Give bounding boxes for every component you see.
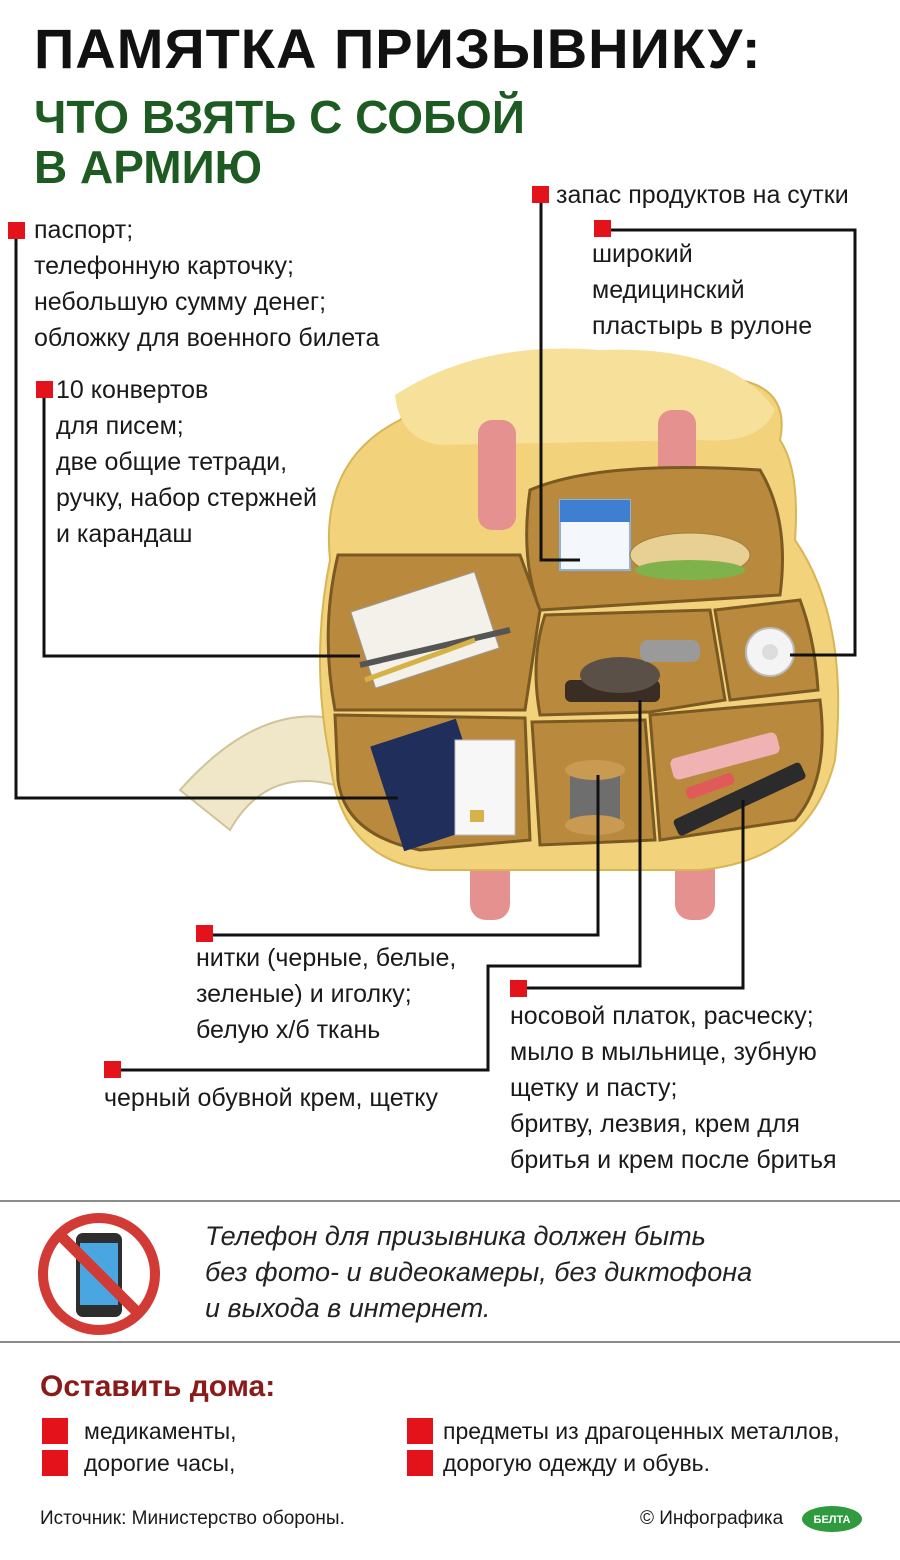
marker-stationery	[36, 381, 53, 398]
subtitle-line-2: В АРМИЮ	[34, 141, 263, 193]
backpack-illustration	[14, 195, 857, 1072]
top-strap-1	[478, 420, 516, 530]
belta-logo: БЕЛТА	[802, 1506, 862, 1532]
divider-top	[0, 1200, 900, 1202]
marker-shoe	[104, 1061, 121, 1078]
item-shoe-care: черный обувной крем, щетку	[104, 1084, 438, 1112]
marker-leave-4	[407, 1450, 433, 1476]
item-stationery: 10 конвертов для писем; две общие тетрад…	[56, 376, 317, 548]
marker-leave-1	[42, 1418, 68, 1444]
marker-hygiene	[510, 980, 527, 997]
phone-prohibited-icon	[38, 1213, 160, 1335]
shoe-brush-items	[565, 640, 700, 702]
marker-sewing	[196, 925, 213, 942]
credit-note: © Инфографика	[640, 1508, 784, 1529]
page-subtitle: ЧТО ВЗЯТЬ С СОБОЙ В АРМИЮ	[34, 92, 525, 192]
phone-note: Телефон для призывника должен быть без ф…	[205, 1221, 753, 1323]
item-documents: паспорт; телефонную карточку; небольшую …	[34, 216, 380, 352]
leave-home-title: Оставить дома:	[40, 1370, 276, 1403]
item-hygiene: носовой платок, расческу; мыло в мыльниц…	[510, 1002, 837, 1174]
page-title: ПАМЯТКА ПРИЗЫВНИКУ:	[34, 17, 762, 80]
connector-lines	[14, 195, 857, 1072]
marker-leave-3	[407, 1418, 433, 1444]
item-sewing: нитки (черные, белые, зеленые) и иголку;…	[196, 944, 457, 1044]
leave-item-medicine: медикаменты,	[84, 1418, 237, 1444]
item-food: запас продуктов на сутки	[556, 181, 849, 209]
leave-item-watch: дорогие часы,	[84, 1450, 236, 1476]
marker-plaster	[594, 220, 611, 237]
food-items	[559, 499, 751, 580]
leave-item-clothes: дорогую одежду и обувь.	[443, 1450, 711, 1476]
line-stationery	[42, 390, 360, 658]
marker-food	[532, 186, 549, 203]
backpack-flap	[395, 348, 775, 445]
leave-item-precious-metals: предметы из драгоценных металлов,	[443, 1418, 840, 1444]
line-plaster	[602, 228, 857, 657]
line-hygiene	[518, 800, 745, 990]
item-plaster: широкий медицинский пластырь в рулоне	[592, 240, 813, 340]
line-documents	[14, 232, 398, 800]
thread-spool	[565, 760, 625, 835]
passport-and-card	[370, 718, 516, 852]
divider-bottom	[0, 1341, 900, 1343]
pocket-hygiene	[648, 698, 824, 842]
line-food	[539, 195, 580, 562]
subtitle-line-1: ЧТО ВЗЯТЬ С СОБОЙ	[34, 91, 525, 143]
source-note: Источник: Министерство обороны.	[40, 1508, 345, 1529]
belta-logo-text: БЕЛТА	[814, 1514, 851, 1526]
stationery-items	[350, 571, 511, 689]
hygiene-items	[670, 732, 806, 836]
marker-leave-2	[42, 1450, 68, 1476]
line-shoe	[112, 700, 642, 1072]
line-sewing	[204, 775, 600, 937]
plaster-roll	[745, 627, 795, 677]
marker-documents	[8, 222, 25, 239]
